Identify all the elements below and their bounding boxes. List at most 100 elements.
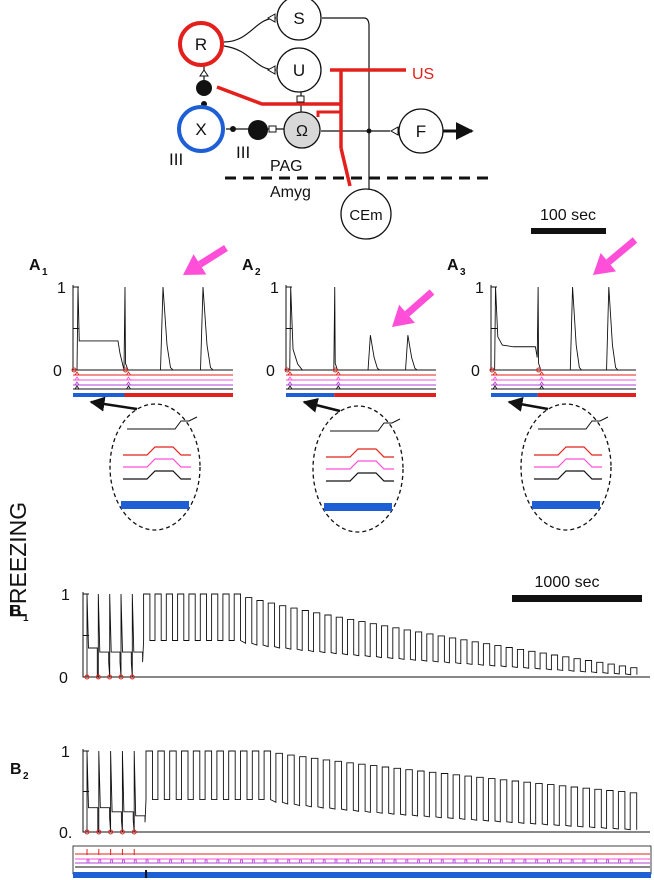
activity-blip [558, 859, 562, 863]
wire-r-to-u [223, 45, 277, 71]
activity-blip [594, 859, 598, 863]
freezing-trace [491, 286, 636, 371]
freezing-trace [286, 286, 436, 371]
scalebar-b-label: 1000 sec [535, 574, 600, 591]
node-s: S [276, 0, 322, 41]
zoom-activity-line [123, 470, 191, 480]
activity-blip [216, 859, 220, 863]
axis [285, 285, 436, 371]
cs-event-marker [95, 674, 101, 680]
tick-label-one: 1 [61, 744, 70, 761]
activity-blip [629, 859, 633, 863]
node-f: F [398, 108, 444, 154]
roman-numeral-left: III [169, 150, 183, 169]
zoom-activity-line [534, 458, 602, 468]
activity-blip [539, 381, 545, 386]
cs-event-marker [131, 829, 137, 835]
axis [82, 592, 650, 678]
activity-blip [157, 859, 161, 863]
tick-label-one: 1 [61, 587, 70, 604]
panel-subscript: 1 [23, 613, 29, 624]
panel-letter: B [10, 761, 22, 778]
activity-blip [228, 859, 232, 863]
inhibitory-interneuron-top [196, 80, 212, 96]
zoom-activity-line [326, 472, 394, 482]
us-label: US [412, 66, 434, 83]
node-x-label: X [195, 120, 206, 139]
activity-blip [287, 859, 291, 863]
cs-event-marker [84, 674, 90, 680]
cs-event-marker [119, 829, 125, 835]
zoom-pointer-arrow [302, 397, 341, 413]
scalebar-a: 100 sec [531, 207, 606, 234]
activity-blip [287, 385, 293, 390]
freezing-trace [86, 593, 638, 679]
region-label-pag: PAG [270, 158, 303, 175]
junction-dot-f [366, 128, 372, 134]
wire-r-to-s [223, 17, 277, 43]
synapse-u [266, 65, 276, 75]
activity-blip [204, 859, 208, 863]
cs-event-marker [129, 674, 135, 680]
panel-letter: A [242, 257, 254, 274]
activity-blip [440, 859, 444, 863]
node-r-label: R [195, 35, 207, 54]
cs-event-marker [71, 367, 77, 373]
node-omega: Ω [283, 111, 321, 149]
zoom-inset [109, 403, 201, 531]
zoom-activity-line [326, 460, 394, 470]
cs-event-marker [284, 367, 290, 373]
activity-blip [582, 859, 586, 863]
panel-subscript: 2 [255, 267, 261, 278]
y-axis-label: FREEZING [5, 502, 31, 618]
tick-label-zero: 0 [266, 363, 275, 380]
activity-blip [511, 859, 515, 863]
activity-blip [405, 859, 409, 863]
activity-blip [335, 376, 341, 381]
activity-blip [240, 859, 243, 863]
cs-bar [73, 393, 125, 397]
cs-event-marker [96, 829, 102, 835]
tick-label-one: 1 [475, 280, 484, 297]
tick [491, 286, 497, 329]
activity-blip [74, 376, 80, 381]
activity-blip [570, 859, 574, 863]
node-s-label: S [293, 9, 304, 28]
wire-s-to-cem [322, 17, 370, 200]
highlight-arrow [404, 289, 435, 317]
panel-letter: A [29, 257, 41, 274]
circuit-diagram: R S U X Ω F CEm US III III PAG Amyg [169, 0, 488, 240]
activity-blip [539, 385, 545, 390]
us-bar [124, 393, 233, 397]
activity-blip [535, 859, 539, 863]
scalebar-b: 1000 sec [512, 574, 642, 602]
node-cem-label: CEm [349, 207, 382, 224]
activity-blip [488, 859, 491, 863]
node-u-label: U [293, 61, 305, 80]
us-bar [334, 393, 436, 397]
cs-bar [286, 393, 335, 397]
inhibitory-dot-x [230, 126, 236, 132]
activity-blip [499, 859, 503, 863]
activity-blip [393, 859, 397, 863]
activity-blip [335, 381, 341, 386]
node-omega-label: Ω [296, 123, 308, 140]
zoom-trace-freezing [538, 416, 609, 430]
activity-blip [181, 859, 184, 863]
activity-blip [74, 371, 80, 376]
activity-blip [299, 859, 302, 863]
activity-blip [617, 859, 621, 863]
activity-blip [126, 371, 131, 376]
cs-event-marker [107, 674, 113, 680]
zoom-trace-freezing [330, 418, 401, 432]
inhibitory-interneuron-mid [248, 120, 268, 140]
activity-blip [287, 376, 293, 381]
activity-blip [492, 385, 498, 390]
activity-blip [145, 859, 149, 863]
activity-blip [122, 859, 125, 863]
cs-bar [491, 393, 538, 397]
